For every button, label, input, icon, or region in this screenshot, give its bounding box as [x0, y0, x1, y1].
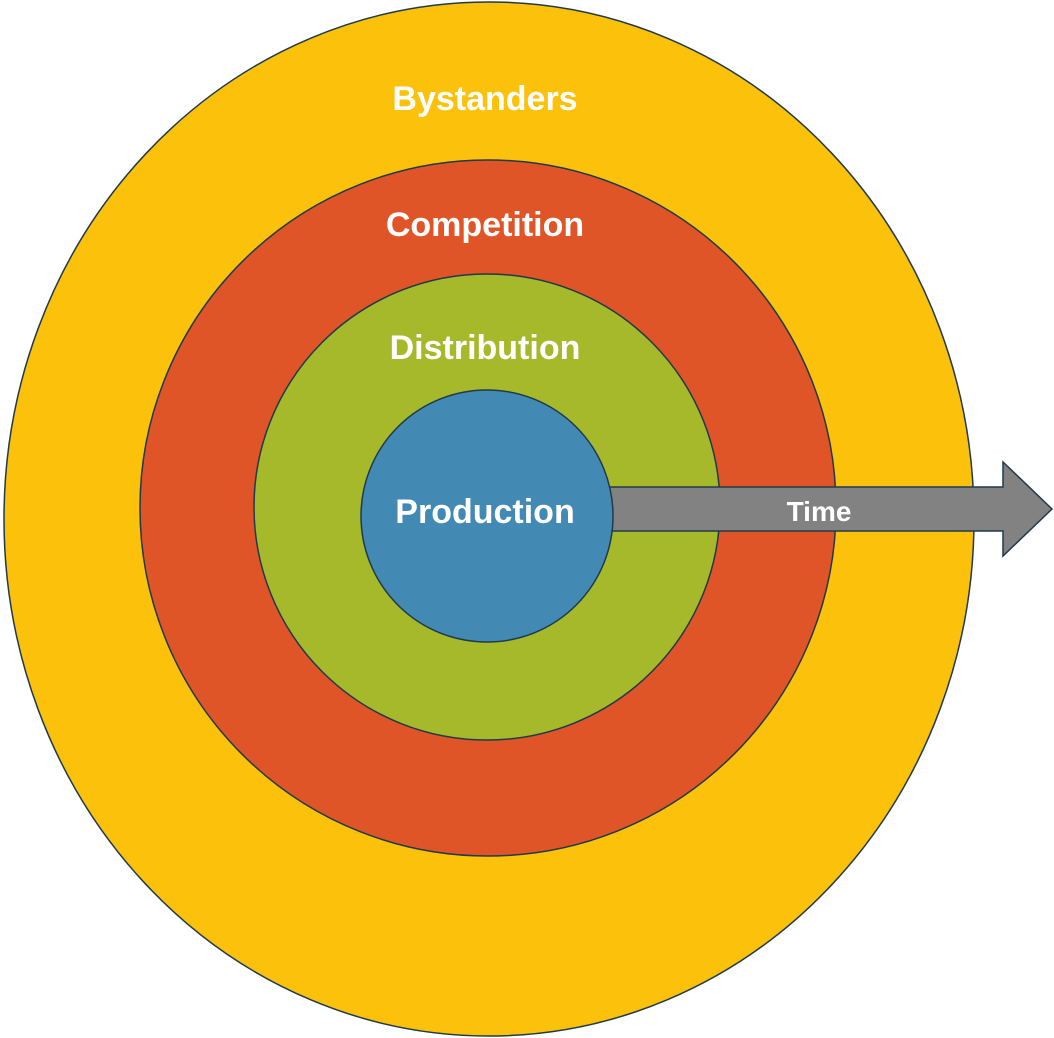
production-label: Production	[395, 493, 574, 531]
ring-production	[360, 389, 614, 643]
distribution-label: Distribution	[390, 329, 581, 367]
bystanders-label: Bystanders	[392, 80, 577, 118]
time-arrow	[559, 460, 1054, 558]
time-arrow-label: Time	[787, 496, 852, 527]
competition-label: Competition	[386, 206, 584, 244]
